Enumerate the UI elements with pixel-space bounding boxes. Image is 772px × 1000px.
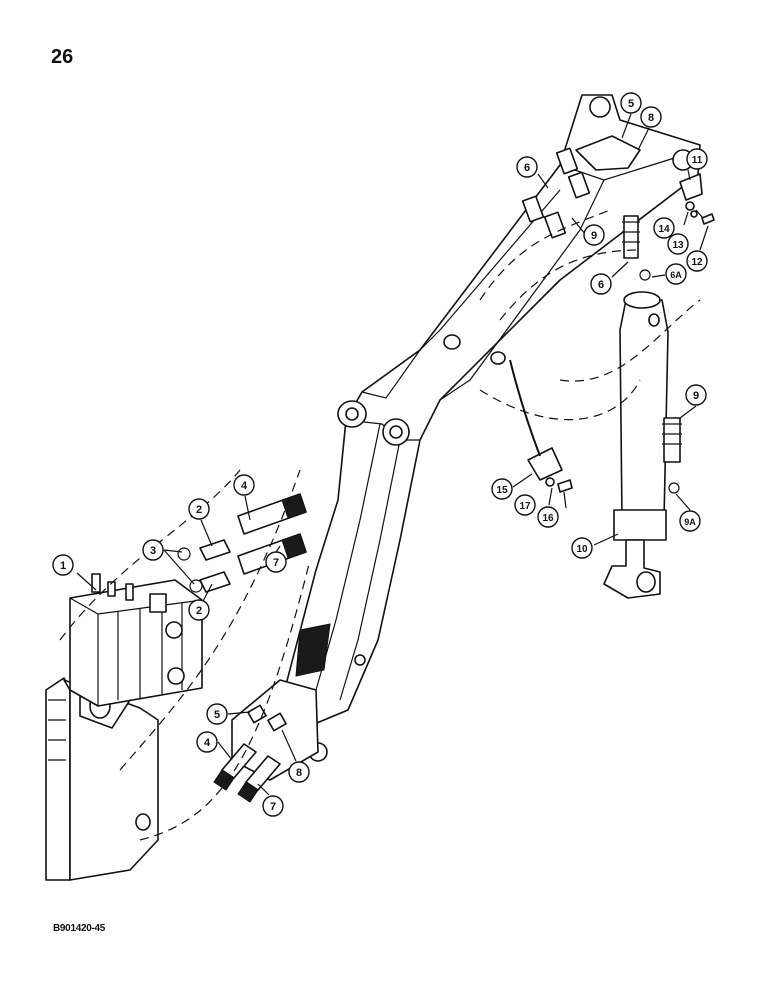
callout-6: 6 [516,156,538,178]
callout-label: 8 [648,112,654,124]
callout-7: 7 [265,551,287,573]
callout-label: 7 [270,801,276,813]
callout-6: 6 [590,273,612,295]
callout-12: 12 [686,250,708,272]
callout-label: 2 [196,504,202,516]
upper-fittings [521,135,715,281]
hydraulic-cylinder [603,291,669,599]
leader-lines [76,113,709,796]
swing-tower [45,677,159,881]
page-number: 26 [51,46,74,68]
callout-13: 13 [667,233,689,255]
callout-label: 8 [296,767,302,779]
callout-9: 9 [685,384,707,406]
callout-1: 1 [52,554,74,576]
callout-label: 9 [693,390,699,402]
callout-2: 2 [188,498,210,520]
callout-10: 10 [571,537,593,559]
callout-label: 4 [204,737,211,749]
callout-7: 7 [262,795,284,817]
callout-label: 9 [591,230,597,242]
callout-label: 13 [672,240,684,251]
callout-6a: 6A [665,263,687,285]
callout-17: 17 [514,494,536,516]
callout-label: 3 [150,545,156,557]
callout-9a: 9A [679,510,701,532]
callout-label: 17 [519,501,531,512]
callout-label: 12 [691,257,703,268]
callout-label: 9A [684,517,696,527]
callout-label: 6A [670,270,682,280]
callout-label: 14 [658,224,670,235]
callout-label: 4 [241,480,248,492]
callout-label: 2 [196,605,202,617]
callout-3: 3 [142,539,164,561]
callout-15: 15 [491,478,513,500]
callout-label: 1 [60,560,66,572]
callout-label: 6 [524,162,530,174]
callout-4: 4 [233,474,255,496]
mid-fittings [527,417,682,494]
callout-label: 10 [576,544,588,555]
callout-label: 6 [598,279,604,291]
callout-4: 4 [196,731,218,753]
callout-label: 11 [692,155,703,166]
callout-label: 16 [542,513,554,524]
callout-9: 9 [583,224,605,246]
callout-11: 11 [686,148,708,170]
callout-label: 15 [496,485,508,496]
callout-5: 5 [620,92,642,114]
callout-label: 5 [628,98,634,110]
callout-8: 8 [288,761,310,783]
control-valve [69,573,203,707]
callout-5: 5 [206,703,228,725]
callout-2: 2 [188,599,210,621]
callout-16: 16 [537,506,559,528]
callout-14: 14 [653,217,675,239]
lower-fittings [213,704,287,803]
callout-label: 7 [273,557,279,569]
callout-8: 8 [640,106,662,128]
callout-label: 5 [214,709,220,721]
figure-code: B901420-45 [53,923,106,934]
